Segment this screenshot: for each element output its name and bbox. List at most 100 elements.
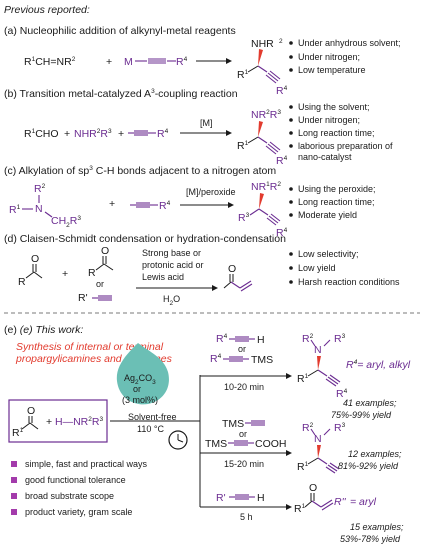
- branch-1-reagents: R4 H or R4 TMS: [210, 333, 273, 366]
- svg-text:Harsh reaction conditions: Harsh reaction conditions: [298, 277, 400, 287]
- svg-text:protonic acid or: protonic acid or: [142, 260, 204, 270]
- svg-text:TMS: TMS: [205, 438, 227, 450]
- svg-text:Low selectivity;: Low selectivity;: [298, 249, 359, 259]
- svg-text:or: or: [96, 279, 104, 289]
- svg-text:Under nitrogen;: Under nitrogen;: [298, 115, 360, 125]
- svg-text:+: +: [64, 128, 70, 140]
- branch-3-yield: 53%-78% yield: [340, 534, 401, 544]
- section-c-product: R3 NR1R2 R4: [238, 181, 288, 239]
- svg-text:R3: R3: [334, 333, 346, 345]
- arrow-b-head: [226, 130, 232, 136]
- section-d-title: (d) Claisen-Schmidt condensation or hydr…: [4, 233, 286, 245]
- branch-2-head: [286, 450, 292, 456]
- catalyst-drop: Ag2CO3 or (3 mol%): [116, 343, 169, 405]
- svg-text:R1: R1: [237, 69, 249, 81]
- svg-text:R2: R2: [302, 422, 314, 434]
- svg-text:R4= aryl, alkyl: R4= aryl, alkyl: [346, 359, 411, 371]
- svg-text:R1: R1: [9, 204, 21, 216]
- svg-text:Ag2CO3: Ag2CO3: [124, 373, 156, 386]
- svg-text:Under nitrogen;: Under nitrogen;: [298, 52, 360, 62]
- svg-text:R4: R4: [276, 227, 288, 239]
- svg-text:R4: R4: [210, 353, 222, 365]
- svg-text:R: R: [88, 267, 96, 279]
- svg-text:R1CH=NR2: R1CH=NR2: [24, 56, 76, 68]
- svg-text:= aryl: = aryl: [350, 496, 377, 508]
- reactant-plus: +: [46, 416, 52, 428]
- svg-text:R2: R2: [34, 183, 46, 195]
- section-b-reactants: R1CHO + NHR2R3 + R4: [24, 128, 169, 140]
- previous-heading: Previous reported:: [4, 4, 90, 16]
- branch-2-time: 15-20 min: [224, 459, 264, 469]
- section-d-plus: +: [62, 268, 68, 280]
- svg-text:+: +: [106, 56, 112, 68]
- svg-text:NR1R2: NR1R2: [251, 181, 281, 193]
- section-a-reactants: R1CH=NR2 + M R4: [24, 56, 188, 68]
- svg-text:Low temperature: Low temperature: [298, 65, 366, 75]
- svg-text:simple, fast and practical way: simple, fast and practical ways: [25, 459, 148, 469]
- clock-icon: [168, 430, 188, 450]
- section-b-title: (b) Transition metal-catalyzed A3-coupli…: [4, 88, 238, 100]
- section-d-product: O: [223, 263, 253, 292]
- branch-3-reagent: R' H: [216, 492, 265, 504]
- svg-text:O: O: [101, 245, 109, 257]
- svg-text:good functional tolerance: good functional tolerance: [25, 475, 126, 485]
- svg-text:R1: R1: [12, 427, 24, 439]
- section-d-aldehyde: O R: [18, 253, 43, 288]
- branch-2-examples: 12 examples;: [348, 449, 402, 459]
- section-c-title: (c) Alkylation of sp3 C-H bonds adjacent…: [4, 165, 276, 177]
- svg-text:Strong base or: Strong base or: [142, 248, 201, 258]
- svg-text:R1: R1: [294, 503, 306, 515]
- svg-text:NHR: NHR: [251, 38, 274, 50]
- reactant-aldehyde: O R1: [12, 405, 39, 439]
- svg-text:R1CHO: R1CHO: [24, 128, 59, 140]
- svg-text:R1: R1: [237, 140, 249, 152]
- svg-text:product variety, gram scale: product variety, gram scale: [25, 507, 132, 517]
- svg-text:CH2R3: CH2R3: [51, 215, 81, 229]
- svg-text:COOH: COOH: [255, 438, 287, 450]
- svg-text:2: 2: [279, 38, 283, 45]
- svg-text:O: O: [228, 263, 236, 275]
- svg-text:R4: R4: [336, 388, 348, 400]
- svg-text:R4: R4: [276, 85, 288, 97]
- reactant-box: [8, 399, 108, 443]
- section-d-bullets: Low selectivity; Low yield Harsh reactio…: [289, 249, 400, 287]
- branch-2-reagents: TMS or TMS COOH: [205, 418, 287, 450]
- svg-text:R'': R'': [334, 496, 347, 508]
- svg-text:+: +: [109, 198, 115, 210]
- svg-text:NHR2R3: NHR2R3: [74, 128, 112, 140]
- section-a-title: (a) Nucleophilic addition of alkynyl-met…: [4, 25, 236, 37]
- svg-text:R3: R3: [238, 212, 250, 224]
- svg-text:R4: R4: [216, 333, 228, 345]
- svg-text:R1: R1: [297, 461, 309, 473]
- svg-text:R4: R4: [276, 155, 288, 167]
- svg-text:R1: R1: [297, 373, 309, 385]
- section-c-conditions: [M]/peroxide: [186, 187, 236, 197]
- section-a-bullets: Under anhydrous solvent; Under nitrogen;…: [289, 38, 401, 75]
- condition-solvent: Solvent-free: [128, 412, 177, 422]
- svg-text:Under anhydrous solvent;: Under anhydrous solvent;: [298, 38, 401, 48]
- feature-list: simple, fast and practical ways good fun…: [11, 459, 148, 517]
- svg-text:M: M: [124, 56, 133, 68]
- arrow-d-head: [212, 285, 218, 291]
- svg-text:NR2R3: NR2R3: [251, 109, 281, 121]
- section-a-product: R1 NHR 2 R4: [237, 38, 288, 97]
- svg-text:R4: R4: [159, 200, 171, 212]
- branch-3-product: O R1 R'' = aryl: [294, 482, 377, 515]
- svg-text:H2O: H2O: [163, 294, 180, 307]
- svg-text:+: +: [118, 128, 124, 140]
- svg-text:Lewis acid: Lewis acid: [142, 272, 184, 282]
- section-b-product: R1 NR2R3 R4: [237, 109, 288, 167]
- branch-1-product: R2 N R3 R1 R4 R4= aryl, alkyl: [297, 333, 411, 400]
- arrow-a-head: [226, 58, 232, 64]
- section-b-catalyst: [M]: [200, 118, 213, 128]
- reactant-amine: H—NR2R3: [55, 416, 103, 428]
- section-e-subtitle-1: Synthesis of internal or terminal: [16, 341, 164, 353]
- svg-text:H: H: [257, 334, 265, 346]
- svg-text:Long reaction time;: Long reaction time;: [298, 197, 375, 207]
- svg-text:Low yield: Low yield: [298, 263, 336, 273]
- svg-text:R2: R2: [302, 333, 314, 345]
- branch-3-head: [286, 504, 292, 510]
- svg-text:or: or: [133, 384, 141, 394]
- svg-text:broad substrate scope: broad substrate scope: [25, 491, 114, 501]
- svg-text:Using the solvent;: Using the solvent;: [298, 102, 370, 112]
